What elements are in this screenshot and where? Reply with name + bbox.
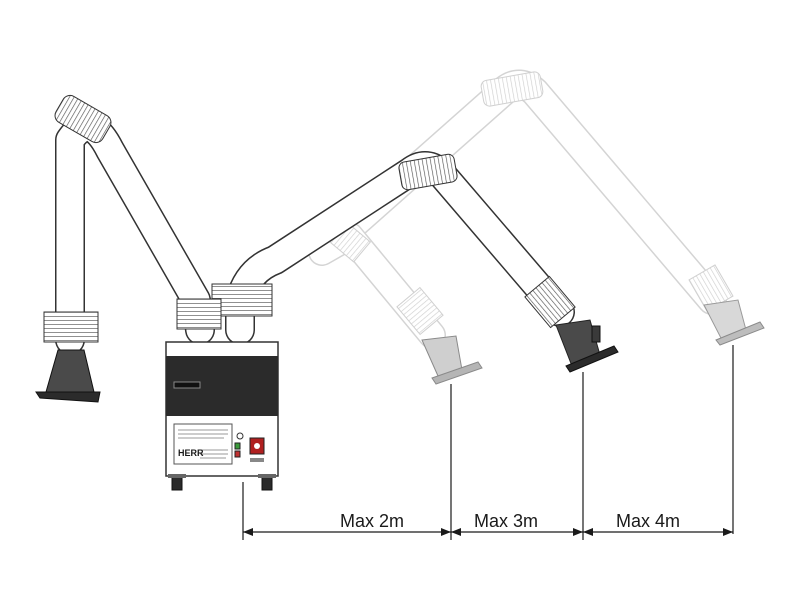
arm-max-2m-ghost xyxy=(308,219,483,385)
dimension-lines xyxy=(242,345,734,540)
arm-max-3m xyxy=(211,151,619,373)
dimension-arrows xyxy=(243,528,733,536)
left-flex-joint-base xyxy=(176,298,222,330)
dimension-label-2m: Max 2m xyxy=(340,511,404,531)
label-text-lines xyxy=(178,429,228,459)
dimension-label-3m: Max 3m xyxy=(474,511,538,531)
unit-label-plate xyxy=(173,423,233,465)
left-flex-joint-hood xyxy=(43,311,99,343)
hood-handle xyxy=(591,325,601,343)
flex-joint-hood xyxy=(524,275,576,329)
extractor-unit: HERR xyxy=(165,341,279,491)
wheel-left xyxy=(171,475,183,491)
arm-max-4m-ghost xyxy=(315,69,765,346)
wheel-right xyxy=(261,475,273,491)
elbow-joint xyxy=(398,153,458,191)
stop-button xyxy=(234,450,241,458)
ghost-elbow-joint-4m xyxy=(480,71,544,107)
indicator-light xyxy=(236,432,244,440)
brand-logo: HERR xyxy=(178,448,204,458)
start-button xyxy=(234,442,241,450)
left-arm xyxy=(35,94,222,403)
caster-wheels xyxy=(168,474,276,491)
ghost-flex-joint-2m xyxy=(396,286,444,336)
cabinet-handle xyxy=(173,381,201,389)
left-elbow-joint xyxy=(54,94,112,144)
left-capture-hood xyxy=(45,349,95,393)
dimension-label-4m: Max 4m xyxy=(616,511,680,531)
